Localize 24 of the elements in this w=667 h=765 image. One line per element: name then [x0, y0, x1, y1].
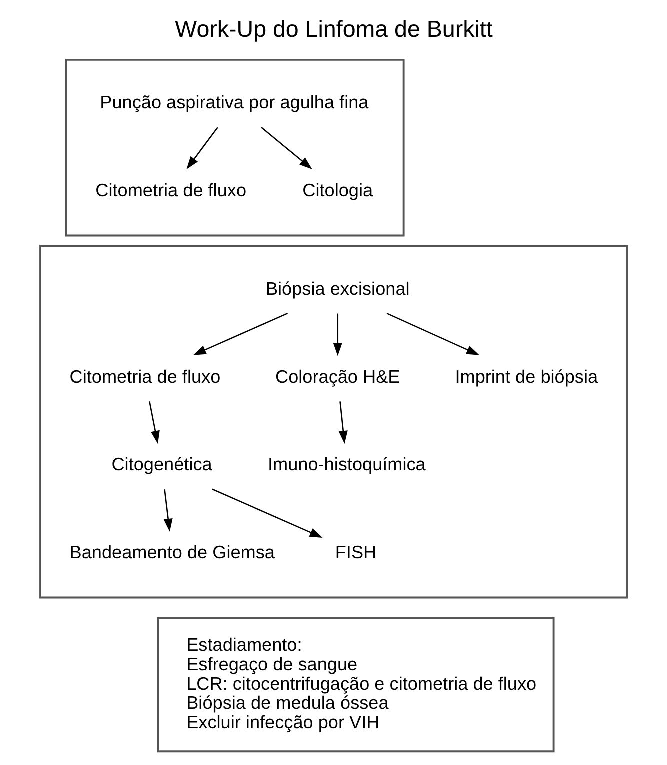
arrow [338, 402, 348, 444]
arrow [163, 490, 172, 532]
arrow [212, 488, 322, 538]
node-text: FISH [334, 542, 376, 563]
node-text: Citogenética [111, 454, 212, 475]
node-text: Coloração H&E [275, 366, 400, 387]
node-text: Citometria de fluxo [69, 366, 220, 387]
arrow [332, 314, 342, 356]
diagram-title: Work-Up do Linfoma de Burkitt [174, 16, 492, 42]
arrow [186, 127, 218, 170]
node-text: Citometria de fluxo [95, 180, 246, 201]
arrow [260, 127, 312, 170]
node-box: Estadiamento: Esfregaço de sangue LCR: citocentrifugação e citometria de fluxo Biópsia de medula óssea Excluir infecção por VIH [156, 617, 554, 753]
node-text: Citologia [302, 180, 373, 201]
arrow [386, 312, 480, 356]
node-text: Biópsia excisional [265, 278, 410, 299]
node-text: Imuno-histoquímica [267, 454, 426, 475]
arrow [192, 312, 288, 356]
arrow [148, 402, 160, 444]
cluster [39, 245, 628, 599]
cluster [64, 58, 404, 237]
node-text: Punção aspirativa por agulha fina [100, 92, 368, 113]
node-text: Imprint de biópsia [454, 366, 598, 387]
node-text: Bandeamento de Giemsa [69, 542, 274, 563]
